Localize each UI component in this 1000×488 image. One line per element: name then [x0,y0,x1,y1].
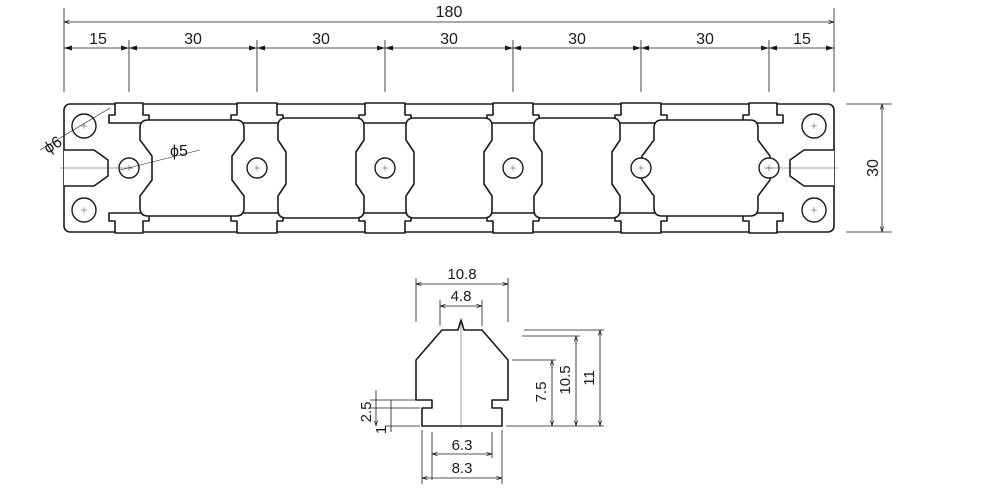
extrusion-profile: ϕ6 ϕ5 [39,102,838,234]
top-slot-notches [108,102,784,124]
overall-width-dimension: 180 [63,4,835,92]
overall-width-label: 180 [436,4,463,21]
height-c-label: 11 [581,370,598,386]
segment-label-7: 15 [793,31,811,48]
bottom-inner-width-label: 6.3 [452,437,473,454]
top-width-label: 10.8 [447,266,476,283]
segment-label-2: 30 [184,31,202,48]
bottom-slot-notches [108,212,784,234]
corner-hole-dia-label: ϕ6 [41,133,65,157]
overall-height-label: 30 [865,159,882,177]
height-b-label: 10.5 [557,365,574,394]
lip-height-label: 2.5 [358,402,375,423]
height-a-label: 7.5 [533,382,550,403]
segment-label-3: 30 [312,31,330,48]
center-hole-dia-label: ϕ5 [170,143,188,160]
segment-label-4: 30 [440,31,458,48]
overall-height-dimension: 30 [846,103,892,233]
bottom-outer-width-label: 8.3 [452,460,473,477]
inner-chambers [139,117,771,219]
slot-detail: 10.8 4.8 6.3 8.3 2.5 1 7.5 10.5 1 [358,266,604,484]
segment-label-1: 15 [89,31,107,48]
hole-diameter-leaders: ϕ6 ϕ5 [39,107,201,171]
segment-dimensions: 15 30 30 30 30 30 15 [64,31,834,92]
segment-label-6: 30 [696,31,714,48]
segment-label-5: 30 [568,31,586,48]
opening-width-label: 4.8 [451,288,472,305]
lip-thickness-label: 1 [373,426,390,434]
slot-profile-outline [415,319,509,427]
